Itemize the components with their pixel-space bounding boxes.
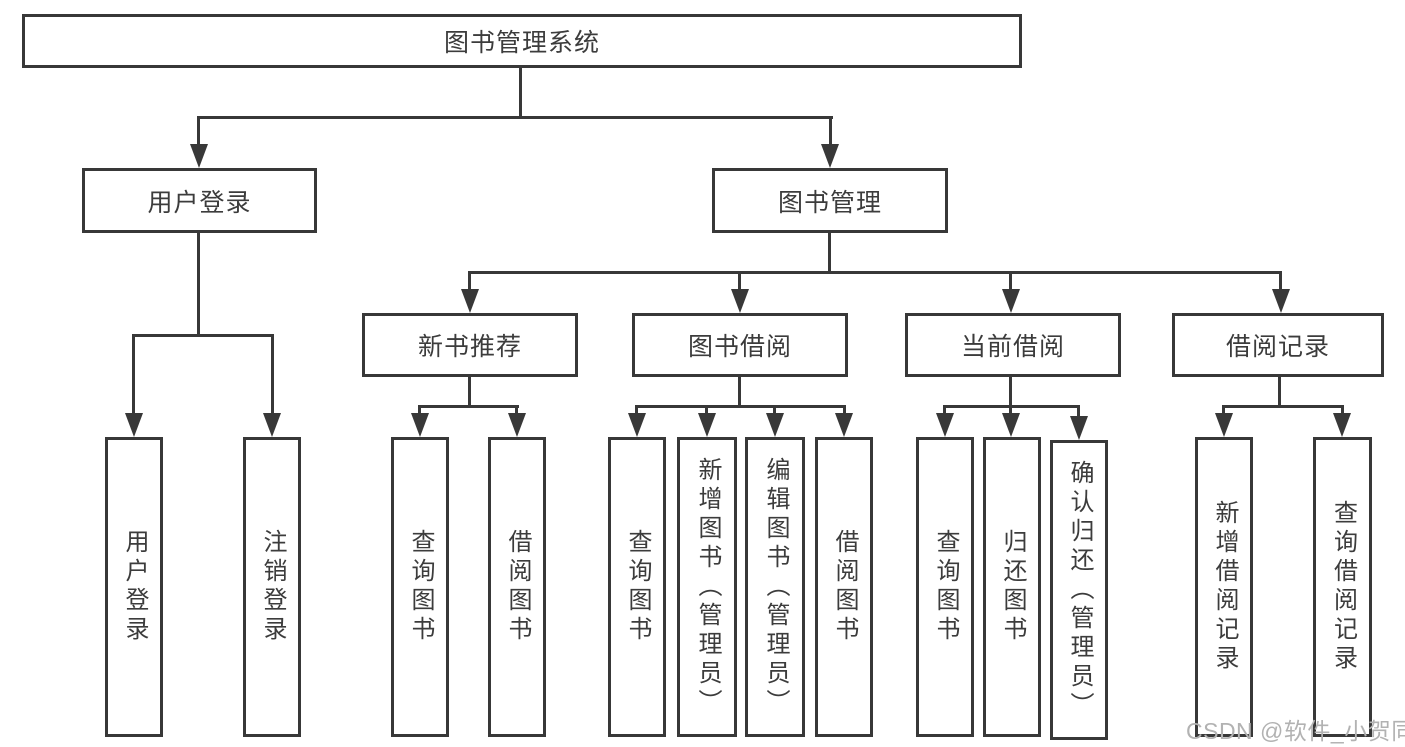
leaf-add-books-admin: 新增图书（管理员）: [677, 437, 737, 737]
connector-vline: [635, 405, 638, 418]
leaf-label: 借阅图书: [831, 529, 858, 645]
connector-vline: [1341, 405, 1344, 418]
arrow-down-icon: [835, 413, 853, 437]
leaf-query-books-recommend: 查询图书: [391, 437, 449, 737]
leaf-label: 确认归还（管理员）: [1066, 459, 1093, 721]
connector-vline: [515, 405, 518, 418]
node-new-book-recommend: 新书推荐: [362, 313, 578, 377]
leaf-borrow-books-borrowing: 借阅图书: [815, 437, 873, 737]
arrow-down-icon: [766, 413, 784, 437]
connector-hline: [132, 334, 274, 337]
arrow-down-icon: [698, 413, 716, 437]
leaf-add-borrow-record: 新增借阅记录: [1195, 437, 1253, 737]
leaf-label: 查询借阅记录: [1329, 500, 1357, 674]
arrow-down-icon: [936, 413, 954, 437]
arrow-down-icon: [1333, 413, 1351, 437]
connector-vline: [773, 405, 776, 418]
connector-vline: [1279, 271, 1282, 293]
leaf-label: 注销登录: [259, 529, 286, 645]
leaf-borrow-books-recommend: 借阅图书: [488, 437, 546, 737]
leaf-query-books-current: 查询图书: [916, 437, 974, 737]
connector-vline: [271, 334, 274, 418]
leaf-logout: 注销登录: [243, 437, 301, 737]
connector-vline: [197, 116, 200, 150]
leaf-label: 归还图书: [999, 529, 1026, 645]
leaf-return-books: 归还图书: [983, 437, 1041, 737]
leaf-label: 编辑图书（管理员）: [762, 456, 789, 718]
leaf-query-books-borrowing: 查询图书: [608, 437, 666, 737]
arrow-down-icon: [1215, 413, 1233, 437]
connector-hline: [468, 271, 1282, 274]
node-root: 图书管理系统: [22, 14, 1022, 68]
connector-vline: [943, 405, 946, 418]
leaf-user-login: 用户登录: [105, 437, 163, 737]
node-user-login-label: 用户登录: [147, 188, 252, 217]
connector-vline: [519, 66, 522, 118]
leaf-label: 查询图书: [407, 529, 434, 645]
arrow-down-icon: [1002, 289, 1020, 313]
arrow-down-icon: [125, 413, 143, 437]
connector-vline: [738, 271, 741, 293]
connector-vline: [468, 271, 471, 293]
connector-vline: [1009, 405, 1012, 418]
leaf-label: 借阅图书: [504, 529, 531, 645]
node-borrowing-records-label: 借阅记录: [1225, 333, 1330, 361]
leaf-label: 新增借阅记录: [1211, 500, 1238, 674]
leaf-confirm-return-admin: 确认归还（管理员）: [1050, 440, 1108, 740]
connector-hline: [197, 116, 833, 119]
connector-vline: [828, 233, 831, 274]
leaf-label: 查询图书: [624, 529, 651, 645]
connector-hline: [1222, 405, 1344, 408]
node-root-label: 图书管理系统: [443, 29, 600, 57]
connector-hline: [635, 405, 846, 408]
node-book-management-label: 图书管理: [777, 188, 882, 217]
node-borrowing-records: 借阅记录: [1172, 313, 1384, 377]
watermark: CSDN @软件_小贺同学: [1186, 718, 1405, 744]
arrow-down-icon: [411, 413, 429, 437]
connector-vline: [418, 405, 421, 418]
arrow-down-icon: [1272, 289, 1290, 313]
connector-vline: [738, 377, 741, 408]
connector-vline: [843, 405, 846, 418]
connector-vline: [829, 116, 832, 150]
leaf-label: 用户登录: [121, 529, 148, 645]
arrow-down-icon: [190, 144, 208, 168]
connector-vline: [197, 233, 200, 337]
arrow-down-icon: [1002, 413, 1020, 437]
connector-vline: [1009, 377, 1012, 408]
arrow-down-icon: [821, 144, 839, 168]
arrow-down-icon: [508, 413, 526, 437]
arrow-down-icon: [263, 413, 281, 437]
node-new-book-recommend-label: 新书推荐: [417, 333, 522, 361]
leaf-edit-books-admin: 编辑图书（管理员）: [745, 437, 805, 737]
leaf-query-borrow-record: 查询借阅记录: [1313, 437, 1372, 737]
arrow-down-icon: [1070, 416, 1088, 440]
arrow-down-icon: [628, 413, 646, 437]
node-user-login: 用户登录: [82, 168, 317, 233]
node-book-borrowing: 图书借阅: [632, 313, 848, 377]
connector-vline: [1077, 405, 1080, 418]
node-book-borrowing-label: 图书借阅: [687, 333, 792, 361]
connector-hline: [418, 405, 519, 408]
leaf-label: 新增图书（管理员）: [694, 456, 721, 718]
node-current-borrowing: 当前借阅: [905, 313, 1121, 377]
connector-vline: [1009, 271, 1012, 293]
connector-vline: [705, 405, 708, 418]
connector-vline: [1222, 405, 1225, 418]
node-current-borrowing-label: 当前借阅: [960, 333, 1065, 361]
leaf-label: 查询图书: [932, 529, 959, 645]
connector-vline: [132, 334, 135, 418]
connector-vline: [468, 377, 471, 408]
connector-vline: [1278, 377, 1281, 408]
arrow-down-icon: [731, 289, 749, 313]
arrow-down-icon: [461, 289, 479, 313]
node-book-management: 图书管理: [712, 168, 948, 233]
